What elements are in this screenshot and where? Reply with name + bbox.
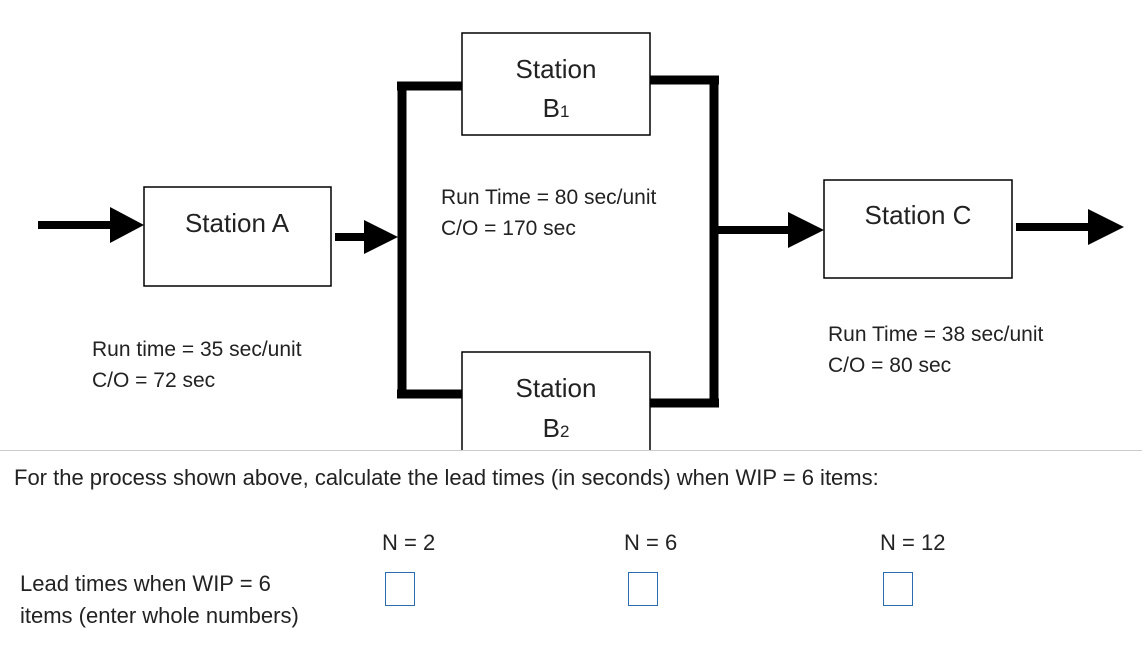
station-a-label: Station A bbox=[185, 208, 290, 238]
lead-time-input-n12[interactable] bbox=[883, 572, 913, 606]
station-a-run-time: Run time = 35 sec/unit bbox=[92, 338, 302, 361]
station-a-box bbox=[143, 186, 332, 287]
lead-time-row-label: Lead times when WIP = 6 items (enter who… bbox=[20, 568, 299, 632]
station-c-box bbox=[823, 179, 1013, 279]
b-to-c-arrow-head bbox=[788, 212, 824, 248]
station-b2-label-line1: Station bbox=[516, 373, 597, 403]
output-arrow-head bbox=[1088, 209, 1124, 245]
station-b2-box bbox=[461, 351, 651, 450]
section-divider bbox=[0, 450, 1142, 451]
station-c-changeover: C/O = 80 sec bbox=[828, 354, 951, 377]
station-b1-label-line2: B1 bbox=[543, 93, 570, 123]
column-header-n6: N = 6 bbox=[624, 530, 678, 555]
station-b2-label-line2: B2 bbox=[543, 413, 570, 443]
row-label-line2: items (enter whole numbers) bbox=[20, 603, 299, 628]
station-b1-box bbox=[461, 32, 651, 136]
lead-time-input-n2[interactable] bbox=[385, 572, 415, 606]
station-a-changeover: C/O = 72 sec bbox=[92, 369, 215, 392]
a-to-b-arrow-head bbox=[364, 220, 398, 254]
station-b1-label-line1: Station bbox=[516, 54, 597, 84]
process-flow-diagram: Station A Station B1 Station B2 Run Time… bbox=[38, 32, 1124, 450]
row-label-line1: Lead times when WIP = 6 bbox=[20, 571, 271, 596]
column-header-n12: N = 12 bbox=[880, 530, 946, 555]
station-b-changeover: C/O = 170 sec bbox=[441, 217, 576, 240]
column-header-n2: N = 2 bbox=[382, 530, 436, 555]
lead-time-input-n6[interactable] bbox=[628, 572, 658, 606]
station-c-run-time: Run Time = 38 sec/unit bbox=[828, 323, 1044, 346]
station-b-run-time: Run Time = 80 sec/unit bbox=[441, 186, 657, 209]
question-text: For the process shown above, calculate t… bbox=[14, 465, 879, 490]
station-c-label: Station C bbox=[865, 200, 972, 230]
input-arrow-head bbox=[110, 207, 144, 243]
